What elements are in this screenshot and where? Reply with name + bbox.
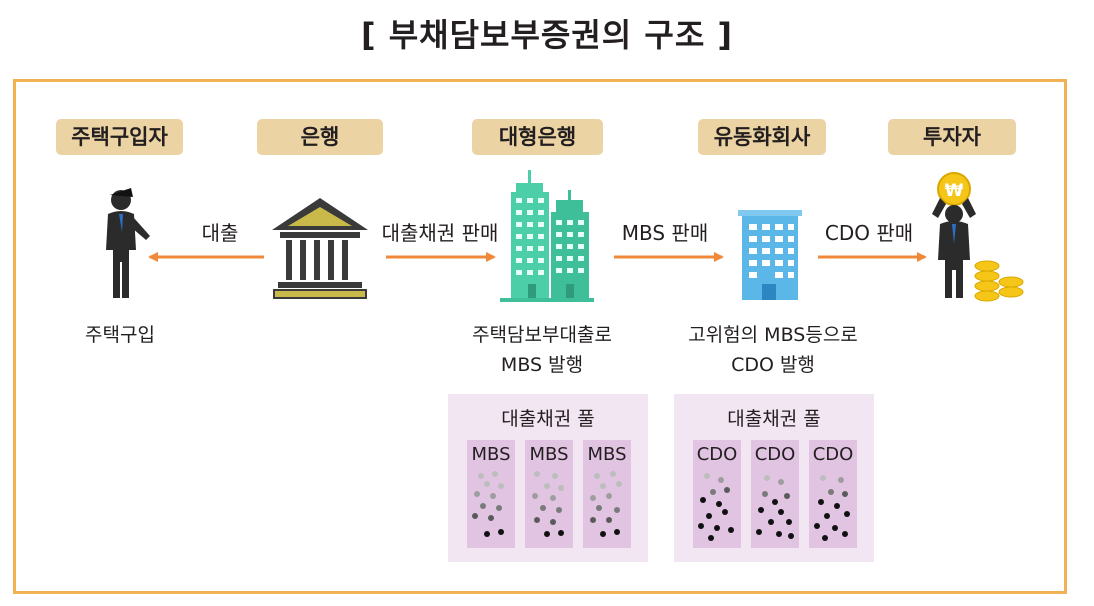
pool-title: 대출채권 풀 [501,408,595,430]
actor-label-spv: 유동화회사 [698,119,826,155]
pool-column: CDO [751,440,799,548]
caption-spv-line1: 고위험의 MBS등으로 [688,324,858,346]
column-label: CDO [812,444,854,465]
caption-bigbank-line1: 주택담보부대출로 [472,324,612,346]
bank-icon [272,198,368,299]
actor-label-homebuyer: 주택구입자 [56,119,183,155]
flow-label-mbs-sale: MBS 판매 [621,221,709,245]
loan-pool-mbs: 대출채권 풀 MBS MBS MBS [448,394,648,562]
flow-label-cdo-sale: CDO 판매 [824,221,914,245]
column-label: MBS [529,444,569,465]
svg-text:₩: ₩ [945,181,964,201]
caption-bigbank-line2: MBS 발행 [500,354,584,376]
column-label: MBS [471,444,511,465]
dot-cluster [698,473,734,541]
actor-label-investor: 투자자 [888,119,1016,155]
pool-column: MBS [583,440,631,548]
diagram-frame [13,79,1067,594]
dot-cluster [814,475,850,541]
pool-column: MBS [467,440,515,548]
pool-column: CDO [693,440,741,548]
pool-column: CDO [809,440,857,548]
diagram-title: [ 부채담보부증권의 구조 ] [360,16,734,54]
office-building-icon [738,210,802,300]
column-label: CDO [696,444,738,465]
flow-label-loan-sale: 대출채권 판매 [381,221,499,245]
dot-cluster [532,471,564,537]
dot-cluster [590,471,622,537]
person-icon [106,188,150,298]
actor-label-bank: 은행 [257,119,383,155]
column-label: CDO [754,444,796,465]
flow-label-loan: 대출 [201,221,239,245]
actor-label-big-bank: 대형은행 [472,119,603,155]
column-label: MBS [587,444,627,465]
loan-pool-cdo: 대출채권 풀 CDO CDO CDO [674,394,874,562]
caption-homebuyer: 주택구입 [85,324,155,346]
skyscraper-icon [500,170,594,302]
dot-cluster [472,471,504,537]
dot-cluster [756,475,794,539]
caption-spv-line2: CDO 발행 [731,354,815,376]
pool-title: 대출채권 풀 [727,408,821,430]
investor-with-coin-icon: ₩ [932,172,1024,302]
pool-column: MBS [525,440,573,548]
